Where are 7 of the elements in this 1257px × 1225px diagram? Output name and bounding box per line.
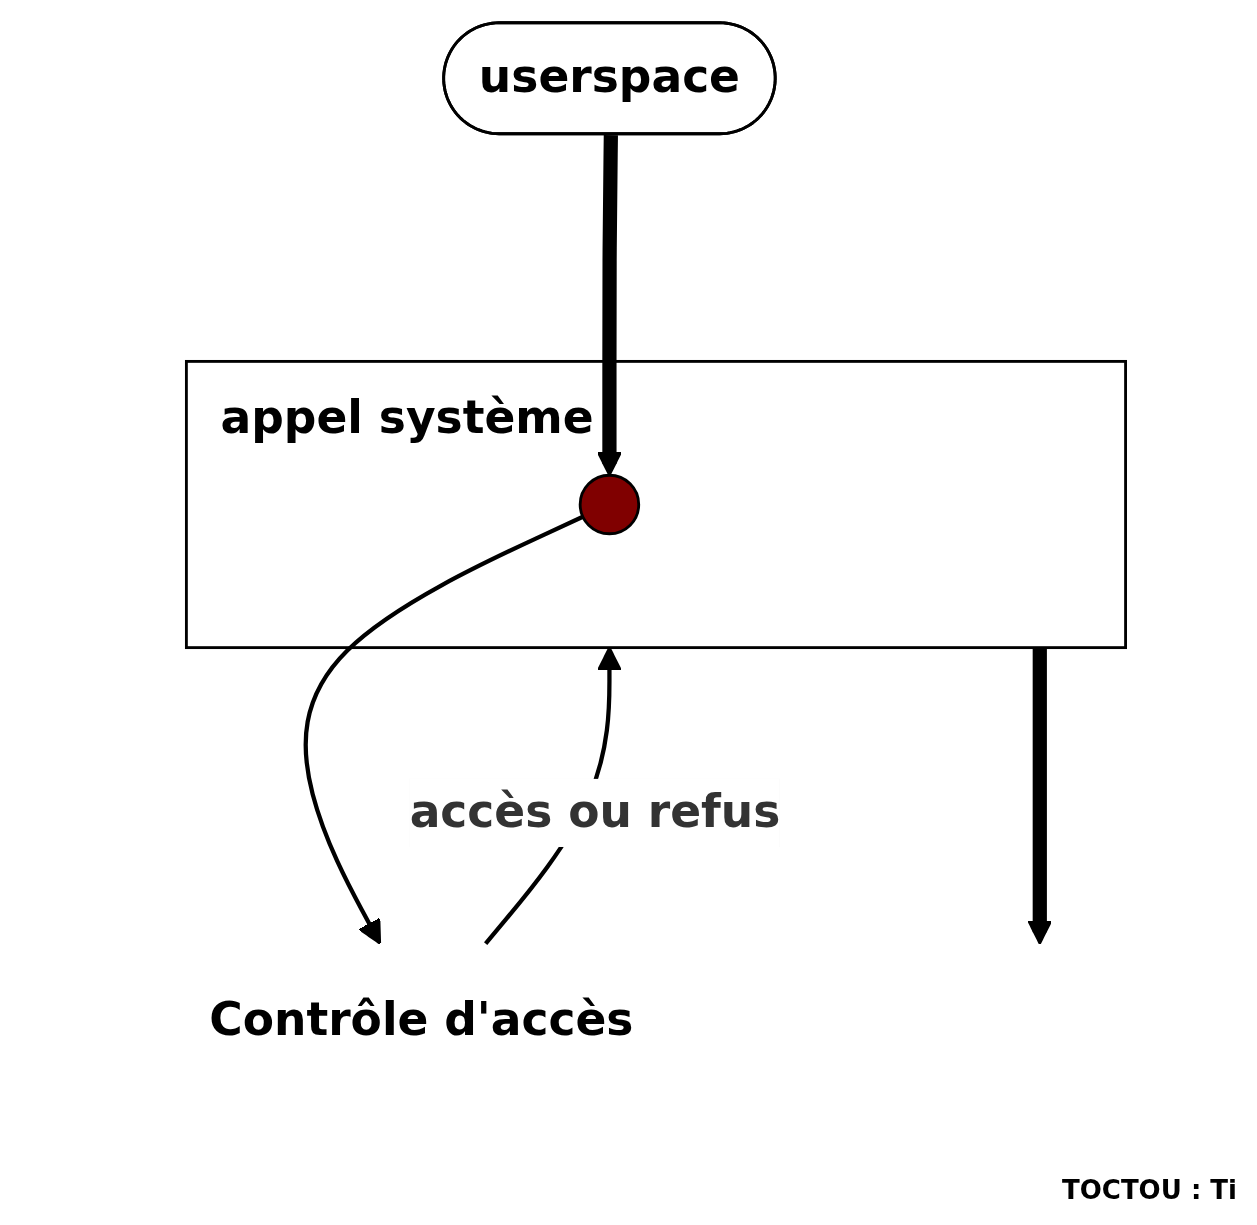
cluster: appel système (184, 359, 1127, 650)
edge-label: accès ou refus (409, 784, 781, 839)
arrow (303, 514, 584, 945)
arrow (1027, 647, 1053, 945)
node-text: Contrôle d'accès (209, 991, 634, 1047)
note-text: TOCTOU : Ti (1061, 1175, 1237, 1205)
node-circle (578, 473, 641, 536)
